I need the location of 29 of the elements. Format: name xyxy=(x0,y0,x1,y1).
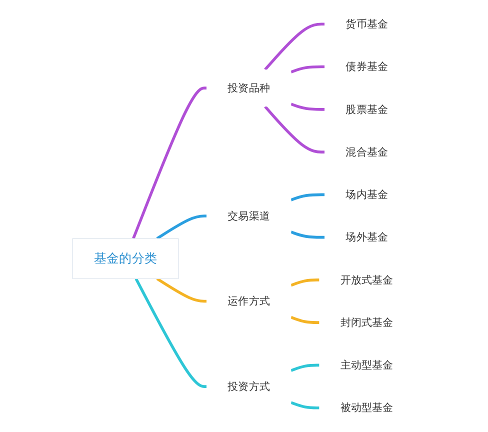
node-box: 基金的分类 xyxy=(72,238,180,280)
connector xyxy=(291,316,320,324)
node-text: 债券基金 xyxy=(346,60,388,73)
node-text: 场内基金 xyxy=(346,188,388,201)
connector xyxy=(156,214,207,240)
node-text: 投资品种 xyxy=(228,82,270,94)
node-text: 投资方式 xyxy=(228,380,270,393)
node-text: 被动型基金 xyxy=(340,401,394,414)
connector xyxy=(291,230,326,239)
node-text: 股票基金 xyxy=(346,102,388,116)
connector xyxy=(291,364,320,372)
node-text: 混合基金 xyxy=(346,146,388,158)
connector xyxy=(264,22,326,71)
connector xyxy=(156,278,207,303)
node-text: 运作方式 xyxy=(228,294,270,308)
connector xyxy=(291,278,320,287)
connector xyxy=(291,65,326,74)
node-text: 交易渠道 xyxy=(228,209,270,222)
node-text: 封闭式基金 xyxy=(340,316,394,329)
node-text: 开放式基金 xyxy=(340,273,394,286)
connector xyxy=(135,278,207,388)
connector xyxy=(264,106,326,154)
node-text: 主动型基金 xyxy=(340,358,394,372)
connector xyxy=(291,193,326,202)
connector xyxy=(291,102,326,111)
connector xyxy=(291,401,320,410)
node-text: 场外基金 xyxy=(346,230,388,244)
connector xyxy=(132,86,207,240)
node-text: 货币基金 xyxy=(346,18,388,30)
